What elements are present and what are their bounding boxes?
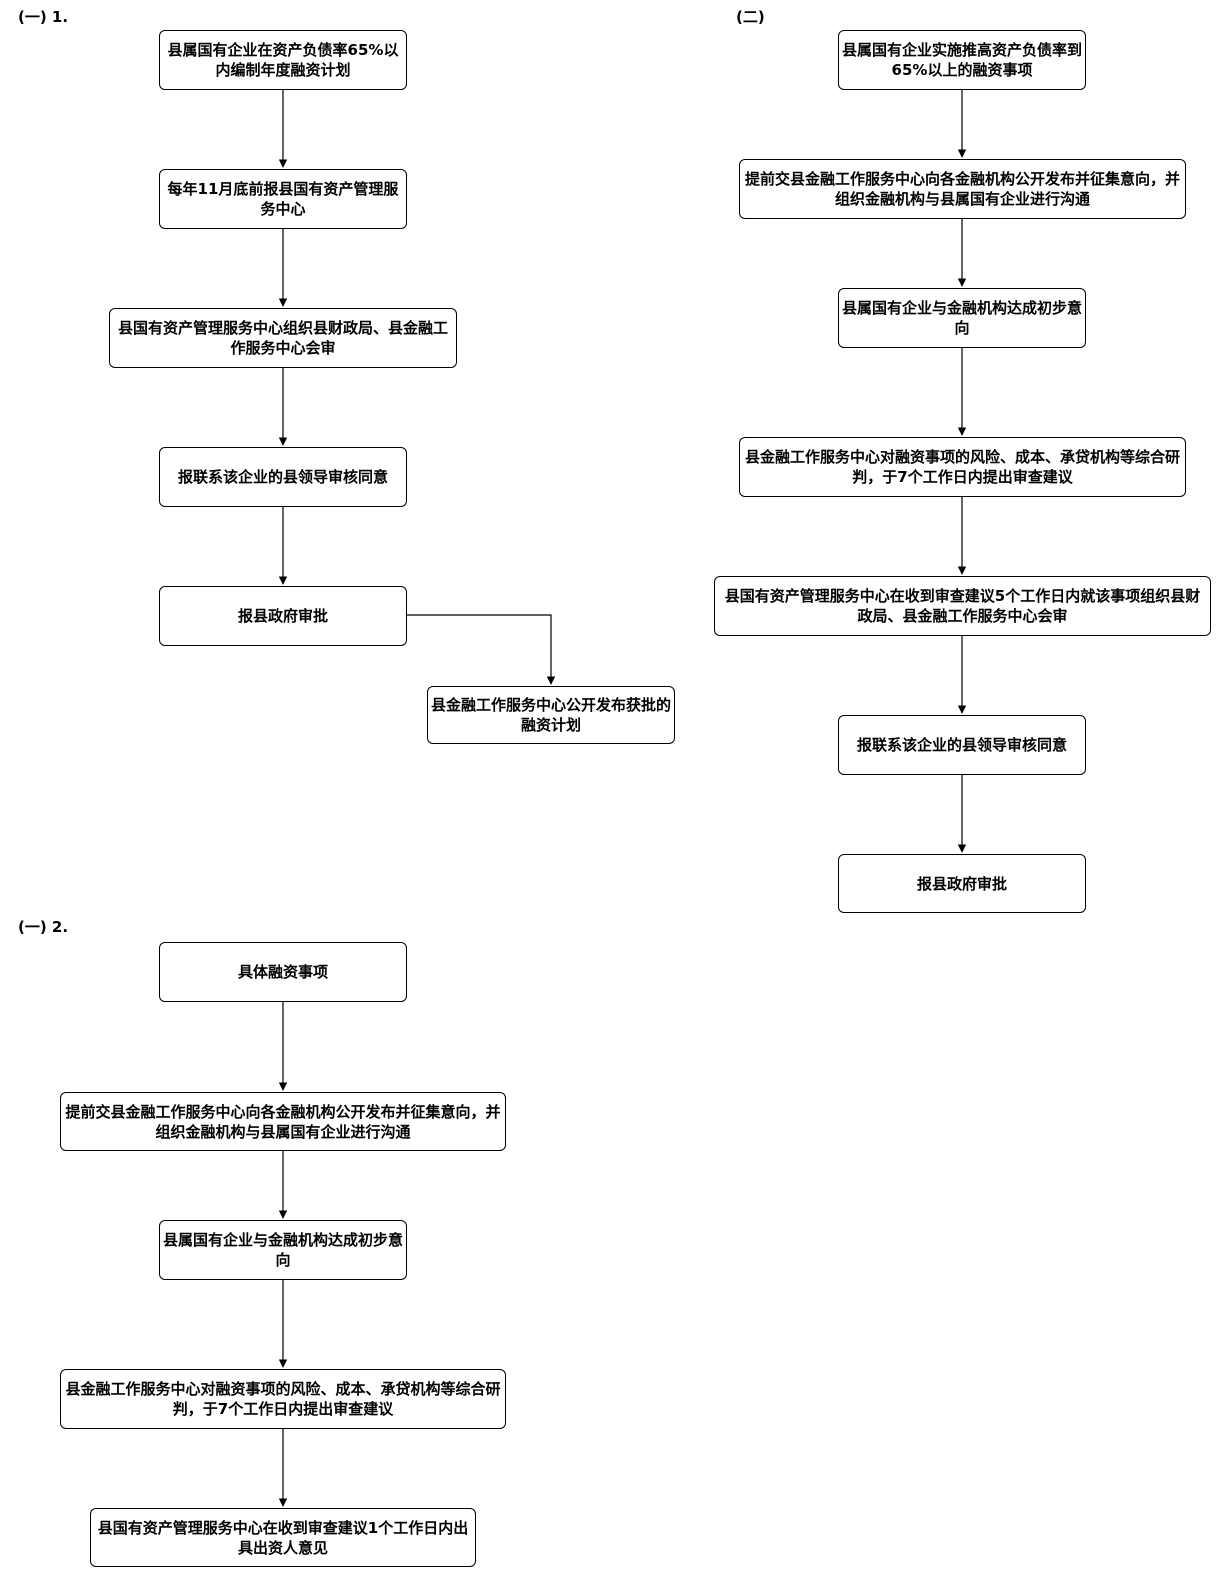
flow-1-2-step-3: 县属国有企业与金融机构达成初步意向 <box>159 1220 407 1280</box>
flow-1-2-step-5: 县国有资产管理服务中心在收到审查建议1个工作日内出具出资人意见 <box>90 1508 476 1567</box>
flow-1-1-step-2: 每年11月底前报县国有资产管理服务中心 <box>159 169 407 229</box>
flow-2-step-1: 县属国有企业实施推高资产负债率到65%以上的融资事项 <box>838 30 1086 90</box>
flow-1-2-step-1: 具体融资事项 <box>159 942 407 1002</box>
flow-2-step-4: 县金融工作服务中心对融资事项的风险、成本、承贷机构等综合研判，于7个工作日内提出… <box>739 437 1186 497</box>
flow-1-1-step-4: 报联系该企业的县领导审核同意 <box>159 447 407 507</box>
flow-2-step-6: 报联系该企业的县领导审核同意 <box>838 715 1086 775</box>
flow-1-1-step-6: 县金融工作服务中心公开发布获批的融资计划 <box>427 686 675 744</box>
flow-2-step-5: 县国有资产管理服务中心在收到审查建议5个工作日内就该事项组织县财政局、县金融工作… <box>714 576 1211 636</box>
flow-1-1-step-1: 县属国有企业在资产负债率65%以内编制年度融资计划 <box>159 30 407 90</box>
flow-1-2-step-4: 县金融工作服务中心对融资事项的风险、成本、承贷机构等综合研判，于7个工作日内提出… <box>60 1369 506 1429</box>
flow-2-step-2: 提前交县金融工作服务中心向各金融机构公开发布并征集意向，并组织金融机构与县属国有… <box>739 159 1186 219</box>
section-label-1-1: (一) 1. <box>18 8 69 26</box>
flow-2-step-3: 县属国有企业与金融机构达成初步意向 <box>838 288 1086 348</box>
flow-1-1-step-3: 县国有资产管理服务中心组织县财政局、县金融工作服务中心会审 <box>109 308 457 368</box>
section-label-1-2: (一) 2. <box>18 918 69 936</box>
flow-2-step-7: 报县政府审批 <box>838 854 1086 913</box>
edge-1-1-e <box>407 614 556 685</box>
section-label-2: (二) <box>736 8 765 26</box>
flow-1-2-step-2: 提前交县金融工作服务中心向各金融机构公开发布并征集意向，并组织金融机构与县属国有… <box>60 1092 506 1151</box>
flow-1-1-step-5: 报县政府审批 <box>159 586 407 646</box>
